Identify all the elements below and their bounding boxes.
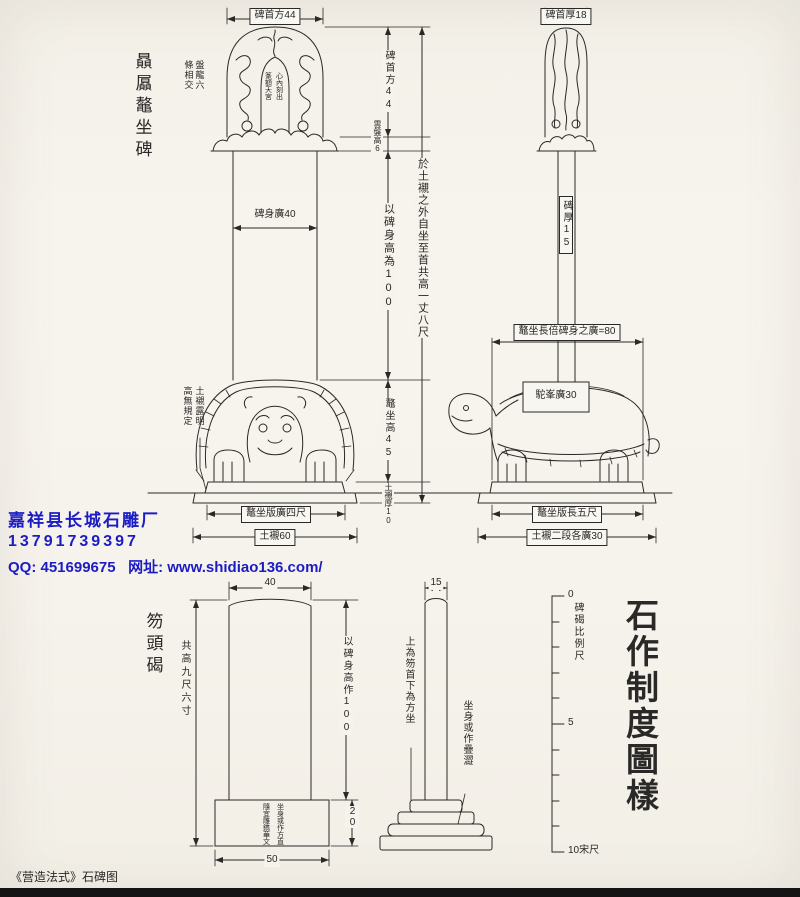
- seat-slab-side: [489, 481, 645, 494]
- dim-head-width-front: 碑首方44: [249, 8, 301, 25]
- dim-body-thickness: 碑厚15: [559, 196, 573, 254]
- dim-seat-length: 鼇坐長倍碑身之廣=80: [513, 324, 621, 341]
- dim-total-height: 於土襯之外自坐至首共高一丈八尺: [414, 158, 430, 338]
- hutou-body-front: [228, 598, 312, 801]
- hutou-dim-width: 40: [262, 577, 278, 590]
- hutou-dim-base-width: 50: [264, 854, 280, 867]
- dim-seat-height: 鼇坐高45: [381, 398, 395, 460]
- scan-edge-bar: [0, 888, 800, 897]
- dim-slab-length: 鼇坐版長五尺: [532, 506, 602, 523]
- stele-head-front: [226, 26, 324, 138]
- scale-tick-5: 5: [568, 717, 574, 728]
- watermark-phone: 13791739397: [8, 533, 139, 550]
- dim-head-thickness-side: 碑首厚18: [540, 8, 592, 25]
- hutou-base-note-col1: 坐身或作方直: [276, 803, 284, 845]
- hutou-side-view: [379, 598, 493, 851]
- note-tuchen-col1: 土襯露明: [194, 386, 205, 426]
- hutou-stele-title: 笏頭碣: [143, 612, 163, 678]
- tortoise-front: [195, 379, 355, 482]
- hutou-dim-base-height: 20: [345, 806, 359, 828]
- dim-tuchen-width: 土襯60: [254, 529, 296, 546]
- watermark-company: 嘉祥县长城石雕厂: [8, 511, 160, 530]
- dim-hump-width: 駝峯廣30: [535, 390, 577, 401]
- note-dragons-col2: 條相交: [183, 60, 194, 90]
- bixi-side-view: [448, 27, 660, 504]
- hutou-base-note-col2: 隨宜雕鐫華文: [262, 803, 270, 845]
- dim-cloud-height: 雲盤高6: [371, 120, 383, 153]
- dim-slab-width: 鼇坐版廣四尺: [241, 506, 311, 523]
- stele-head-side: [544, 27, 588, 138]
- dim-body-height: 以碑身高為100: [380, 203, 396, 310]
- tuchen-slab-front: [192, 492, 358, 504]
- dim-tuchen-sections: 土襯二段各廣30: [526, 529, 608, 546]
- page-title: 石作制度圖樣: [620, 598, 660, 814]
- seat-slab-front: [204, 481, 346, 494]
- hutou-front-view: [214, 598, 330, 847]
- dim-head-height: 碑首方44: [381, 50, 395, 112]
- hutou-dim-total-height: 共高九尺六寸: [179, 640, 190, 718]
- hutou-dim-body-height: 以碑身高作100: [339, 636, 353, 735]
- cloud-plate-front: [212, 128, 338, 152]
- watermark-contact: QQ: 451699675 网址: www.shidiao136.com/: [8, 559, 323, 576]
- tuchen-slab-side: [477, 492, 657, 504]
- dim-body-width: 碑身廣40: [252, 209, 298, 222]
- dim-tuchen-thickness: 土襯厚10: [382, 483, 394, 525]
- scale-tick-0: 0: [568, 589, 574, 600]
- cloud-plate-side: [538, 134, 595, 152]
- scale-tick-10: 10宋尺: [568, 845, 600, 856]
- note-tuchen-col2: 高無規定: [182, 386, 193, 426]
- hutou-body-side: [424, 598, 448, 801]
- hutou-base-front: [214, 799, 330, 847]
- scale-bar-label: 碑碣比例尺: [572, 602, 583, 662]
- bixi-front-view: [192, 26, 358, 504]
- hutou-side-dim-width: 15: [428, 577, 444, 590]
- scale-bar: [551, 595, 565, 853]
- hump-box: [522, 381, 590, 413]
- head-inscription-col1: 心內刻出: [275, 72, 283, 100]
- head-inscription-col2: 篆額天宮: [264, 72, 272, 100]
- bixi-stele-title: 贔屭鼇坐碑: [132, 52, 152, 162]
- hutou-side-note-right: 坐身或作疊澀: [461, 700, 472, 766]
- note-dragons-col1: 盤龍六: [194, 60, 205, 90]
- figure-caption: 《营造法式》石碑图: [10, 870, 119, 884]
- hutou-side-note-left: 上為笏首下為方坐: [403, 636, 414, 724]
- hutou-stepped-base: [379, 799, 493, 851]
